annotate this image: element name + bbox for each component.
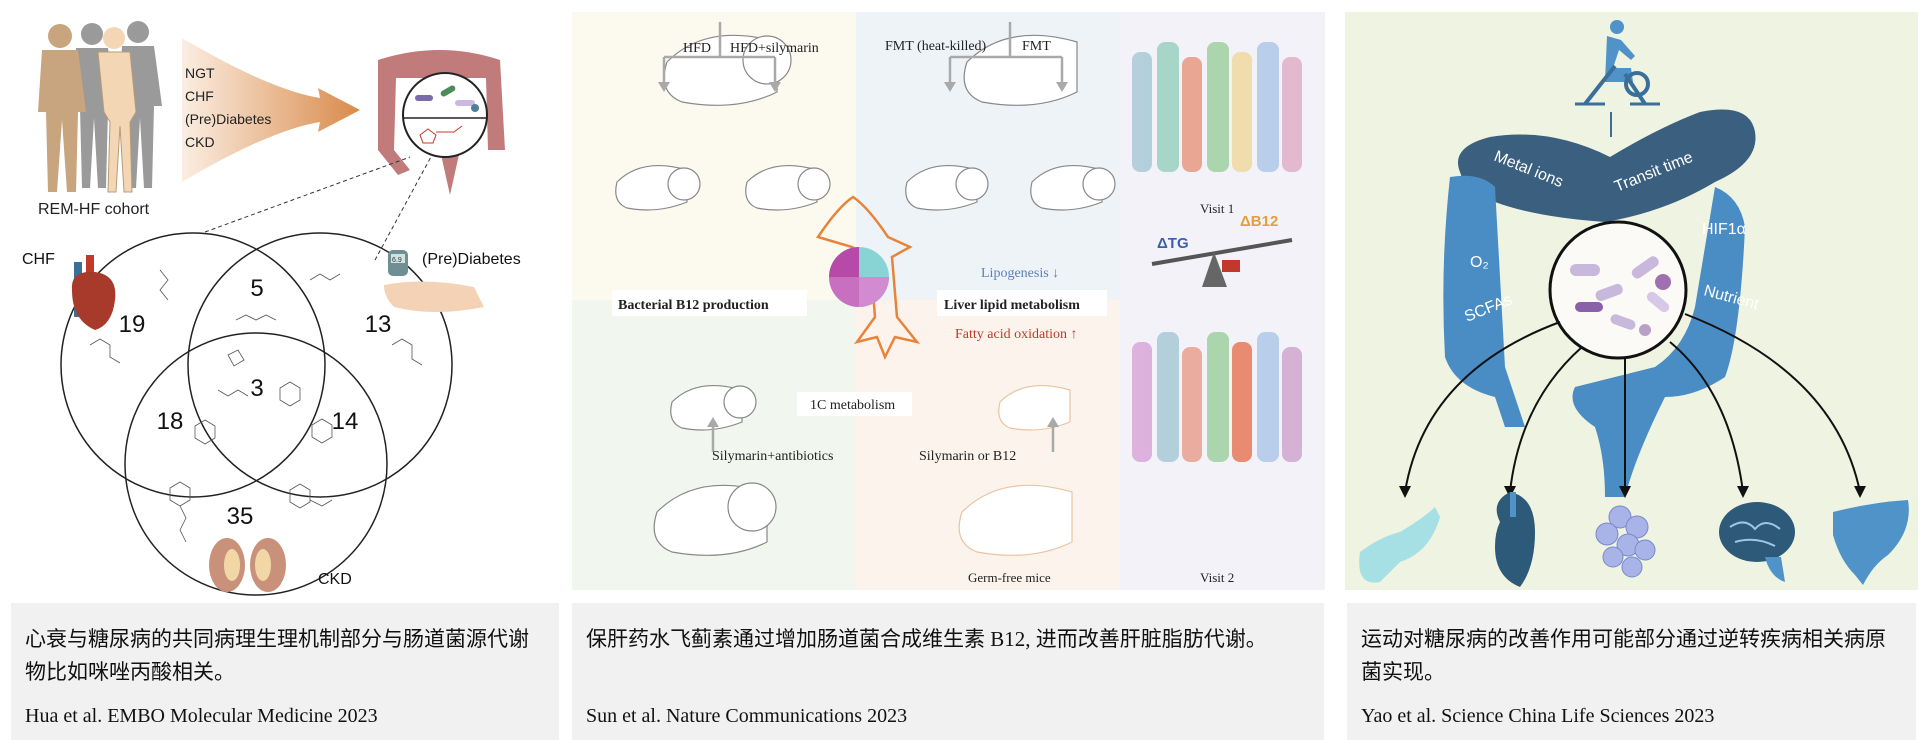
citation: Sun et al. Nature Communications 2023 <box>586 705 908 727</box>
islet-cells-icon <box>1595 505 1656 578</box>
cohort-people-icon <box>38 21 162 193</box>
venn-label-chf: CHF <box>22 251 55 268</box>
citation: Hua et al. EMBO Molecular Medicine 2023 <box>25 705 378 727</box>
group-label: CKD <box>185 134 215 150</box>
hfd-label: HFD <box>683 41 711 56</box>
microbiota-icon <box>1548 220 1688 360</box>
meter-reading: 6.9 <box>392 257 402 264</box>
glucose-meter-icon: 6.9 <box>384 250 484 312</box>
venn-count-chf-diabetes: 5 <box>250 275 263 302</box>
delta-b12-label: ΔB12 <box>1240 213 1278 230</box>
fatty-acid-label: Fatty acid oxidation ↑ <box>955 327 1077 342</box>
fmt-label: FMT <box>1022 39 1051 54</box>
silymarin-b12-label: Silymarin or B12 <box>919 449 1016 464</box>
caption-panel-1: 心衰与糖尿病的共同病理生理机制部分与肠道菌源代谢物比如咪唑丙酸相关。 Hua e… <box>11 603 559 740</box>
group-label: CHF <box>185 88 214 104</box>
one-c-metabolism-label: 1C metabolism <box>810 398 895 413</box>
pancreas-icon <box>1359 507 1440 583</box>
colon-icon <box>1443 109 1756 497</box>
venn-circle-chf <box>60 232 326 498</box>
citation: Yao et al. Science China Life Sciences 2… <box>1361 705 1715 727</box>
liver-lipid-label: Liver lipid metabolism <box>944 298 1080 313</box>
hfd-silymarin-label: HFD+silymarin <box>730 41 819 56</box>
o2-label: O₂ <box>1470 254 1489 271</box>
venn-count-diabetes-ckd: 14 <box>332 408 359 435</box>
colon-icon <box>378 50 505 195</box>
metabolite-structure-icon <box>89 269 423 543</box>
venn-label-diabetes: (Pre)Diabetes <box>422 251 521 268</box>
participants-icon <box>1132 42 1302 462</box>
dashed-connector <box>204 156 411 233</box>
venn-count-ckd-only: 35 <box>227 503 254 530</box>
panel-1-illustration: REM-HF cohort NGT CHF (Pre)Diabetes CKD … <box>22 21 521 596</box>
dashed-connector <box>374 154 433 261</box>
mouse-icon <box>615 34 1116 556</box>
bacterial-b12-label: Bacterial B12 production <box>618 298 769 313</box>
venn-count-all: 3 <box>250 375 263 402</box>
panel-3-illustration: Metal ions Transit time O₂ SCFAs HIF1α N… <box>1345 12 1918 590</box>
germ-free-label: Germ-free mice <box>968 570 1051 585</box>
group-label: (Pre)Diabetes <box>185 111 271 127</box>
caption-text: 心衰与糖尿病的共同病理生理机制部分与肠道菌源代谢物比如咪唑丙酸相关。 <box>25 627 529 684</box>
kidneys-icon <box>209 538 286 592</box>
caption-text: 运动对糖尿病的改善作用可能部分通过逆转疾病相关病原菌实现。 <box>1361 627 1886 684</box>
visit-1-label: Visit 1 <box>1200 201 1234 216</box>
venn-circle-diabetes <box>187 232 453 498</box>
heart-icon <box>1495 492 1535 587</box>
caption-text: 保肝药水飞蓟素通过增加肠道菌合成维生素 B12, 进而改善肝脏脂肪代谢。 <box>586 627 1267 651</box>
venn-count-chf-ckd: 18 <box>157 408 184 435</box>
group-label: NGT <box>185 65 215 81</box>
panel-2-illustration: ΔTG ΔB12 HFD HFD+silymarin FMT (heat-kil… <box>572 12 1325 590</box>
seesaw-icon <box>1151 238 1293 287</box>
venn-circle-ckd <box>124 332 388 596</box>
silymarin-antibiotics-label: Silymarin+antibiotics <box>712 449 833 464</box>
caption-panel-3: 运动对糖尿病的改善作用可能部分通过逆转疾病相关病原菌实现。 Yao et al.… <box>1347 603 1916 740</box>
venn-count-diabetes-only: 13 <box>365 311 392 338</box>
delta-tg-label: ΔTG <box>1157 235 1189 252</box>
flow-arrows <box>662 22 1064 452</box>
venn-count-chf-only: 19 <box>119 311 146 338</box>
liver-icon <box>1833 500 1909 585</box>
fmt-heat-killed-label: FMT (heat-killed) <box>885 39 987 54</box>
cohort-arrow <box>182 38 360 182</box>
caption-panel-2: 保肝药水飞蓟素通过增加肠道菌合成维生素 B12, 进而改善肝脏脂肪代谢。 Sun… <box>572 603 1324 740</box>
exercise-bike-icon <box>1575 20 1660 106</box>
visit-2-label: Visit 2 <box>1200 570 1234 585</box>
heart-icon <box>71 255 116 330</box>
venn-label-ckd: CKD <box>318 571 352 588</box>
brain-icon <box>1719 502 1795 582</box>
venn-diagram <box>60 232 453 596</box>
effect-arrows <box>1404 313 1861 493</box>
lipogenesis-label: Lipogenesis ↓ <box>981 266 1059 281</box>
hif1a-label: HIF1α <box>1702 221 1746 238</box>
metabolic-heatmap-icon <box>816 195 921 361</box>
cohort-label: REM-HF cohort <box>38 201 150 218</box>
